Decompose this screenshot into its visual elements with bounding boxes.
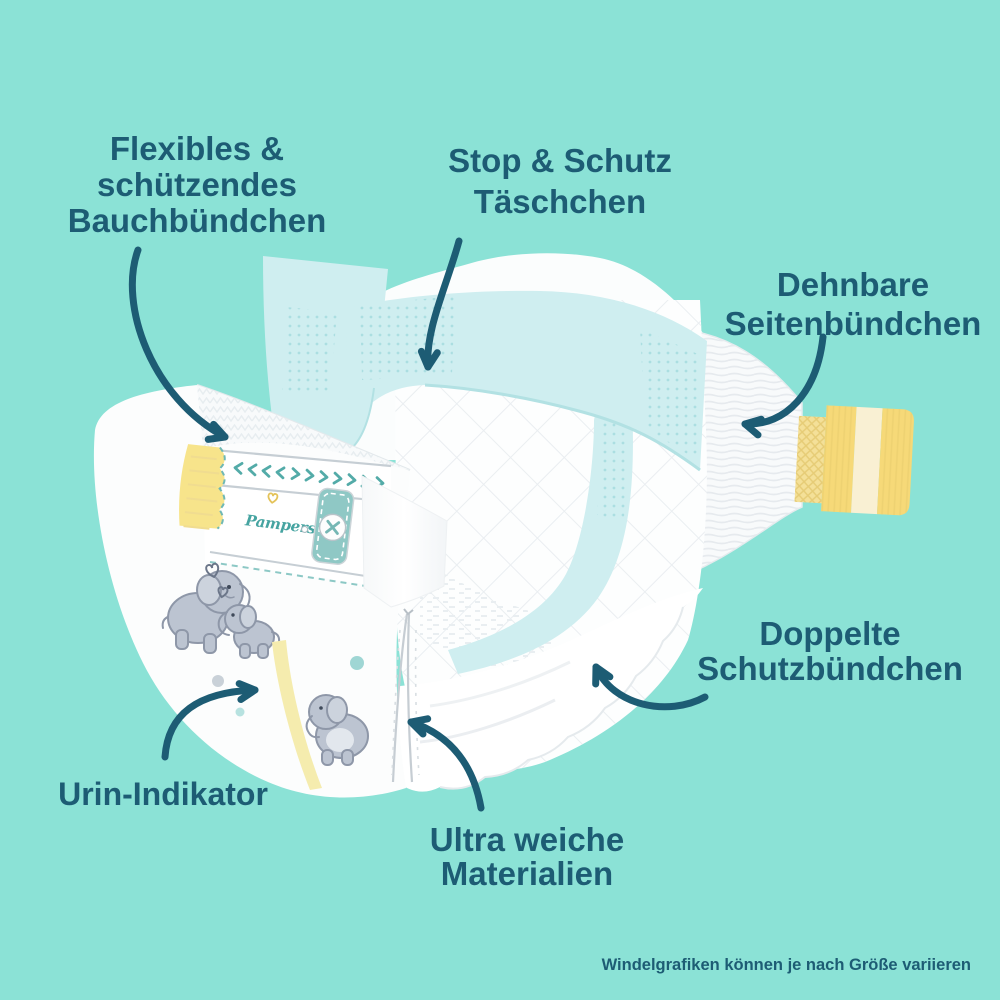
label-belly-band: Flexibles & schützendes Bauchbündchen (67, 130, 327, 239)
label-side-bands: Dehnbare Seitenbündchen (724, 266, 982, 342)
elephant-mom (161, 570, 251, 654)
leg-cuff-ruffles (394, 588, 703, 792)
diaper-front-panel: Pampers (93, 384, 448, 798)
arrow-double-cuffs-head (592, 663, 614, 688)
stitch-seam (391, 608, 420, 783)
arrow-soft-head (407, 715, 432, 738)
yellow-patch (179, 444, 226, 530)
heart-icon (205, 562, 220, 579)
annotation-arrows (128, 237, 827, 812)
arrow-pocket-head (417, 347, 441, 371)
pocket-band (263, 256, 707, 472)
side-tape-flap (361, 475, 448, 608)
label-double-cuffs: Doppelte Schutzbündchen (697, 615, 963, 687)
polka-dot (212, 675, 224, 687)
label-pocket: Stop & Schutz Täschchen (448, 142, 672, 220)
arrow-belly-band-head (204, 420, 229, 443)
inner-cuff-band (448, 400, 633, 674)
elephant-bottom (305, 694, 369, 766)
arrow-soft (407, 718, 485, 812)
arrow-side-bands-head (741, 415, 765, 439)
urine-indicator-stripe (272, 640, 322, 790)
polka-dot (350, 656, 364, 670)
label-urine-indicator: Urin-Indikator (58, 776, 268, 812)
arrow-urine (161, 686, 259, 761)
footer-disclaimer: Windelgrafiken können je nach Größe vari… (601, 956, 971, 974)
label-soft-materials: Ultra weiche Materialien (429, 821, 625, 892)
arrow-double-cuffs (592, 663, 709, 711)
button-patch (311, 487, 355, 565)
polka-dot (235, 707, 245, 717)
arrow-belly-band (128, 246, 229, 441)
fastening-tab (794, 405, 914, 516)
elephant-baby (217, 604, 281, 659)
heart-icon (217, 586, 229, 599)
arrow-pocket (424, 237, 463, 371)
arrow-urine-head (235, 680, 259, 703)
